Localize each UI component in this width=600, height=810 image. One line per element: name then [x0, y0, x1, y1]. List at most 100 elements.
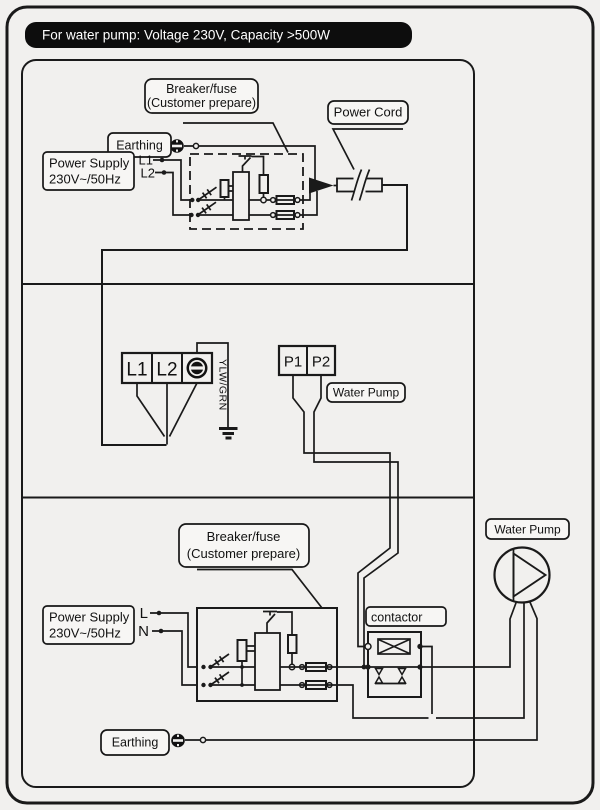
- earth-junction-bottom: [199, 736, 207, 744]
- breaker-fuse-bottom-text-1: Breaker/fuse: [207, 529, 281, 544]
- power-cord-label: [327, 100, 409, 125]
- fuse-terminal: [294, 196, 301, 204]
- linkage: [246, 645, 255, 652]
- wire-dot: [159, 157, 165, 163]
- power-cord-leader: [331, 128, 403, 170]
- coil-terminal-a2: [417, 643, 423, 650]
- breaker-body: [254, 632, 281, 691]
- supply-cable-run: [101, 184, 408, 446]
- test-resistor: [287, 634, 298, 654]
- breaker-body: [232, 171, 250, 221]
- earth-screw-icon-bottom: [171, 733, 185, 748]
- breaker-box-bottom: [196, 607, 338, 702]
- contact-dot: [201, 664, 206, 670]
- labels-layer: Breaker/fuse (Customer prepare) Power Co…: [42, 78, 570, 756]
- breaker-fuse-text-1: Breaker/fuse: [166, 82, 237, 96]
- earth-junction-top: [192, 142, 200, 150]
- power-supply-text-bottom-1: Power Supply: [49, 610, 130, 625]
- coil-terminal-a1: [364, 642, 372, 651]
- earthing-label-top: [107, 132, 172, 158]
- breaker-fuse-label-top: [144, 78, 259, 114]
- contact-dot: [189, 212, 194, 218]
- terminal-l2-text: L2: [156, 360, 177, 381]
- contact-dot: [201, 682, 206, 688]
- wire-crossover-gap: [428, 714, 436, 722]
- breaker-leader-top: [183, 122, 289, 153]
- top-circuit: [101, 122, 408, 446]
- earth-screw-icon-block: [186, 357, 208, 379]
- trip-coil: [219, 179, 230, 198]
- wire-dot: [365, 664, 371, 670]
- pump-cable-wire2: [313, 375, 399, 667]
- fuse-terminal: [294, 211, 301, 219]
- power-supply-label-bottom: [42, 605, 135, 645]
- earth-wire-bottom: [185, 600, 538, 741]
- power-cord-text: Power Cord: [334, 105, 403, 120]
- unit-border: [21, 59, 475, 788]
- contactor-label: [365, 606, 447, 627]
- fuse-terminal: [269, 211, 277, 219]
- test-button: [263, 610, 277, 633]
- cable-merge-arrow: [309, 177, 334, 194]
- l-label-bottom: L: [140, 605, 148, 622]
- pump-cable-wire1: [292, 375, 391, 648]
- breaker-fuse-bottom-text-2: (Customer prepare): [187, 546, 300, 561]
- breaker-internals-top: [189, 155, 318, 221]
- ylw-grn-text: YLW/GRN: [217, 359, 229, 411]
- switch-blade: [210, 671, 230, 686]
- earthing-text-top: Earthing: [116, 139, 163, 153]
- contactor-text: contactor: [371, 611, 422, 625]
- coil-x: [378, 638, 410, 655]
- switch-blade: [197, 201, 217, 216]
- earth-wire-top: [184, 145, 316, 182]
- power-supply-text-bottom-2: 230V~/50Hz: [49, 626, 121, 641]
- breaker-fuse-text-2: (Customer prepare): [147, 96, 256, 110]
- coil-to-neutral-wire: [421, 645, 433, 714]
- wire-dot: [417, 664, 423, 670]
- switch-blade: [197, 186, 217, 201]
- wire-dot: [161, 170, 167, 175]
- water-pump-label-middle: [326, 382, 406, 403]
- wire-dot: [361, 664, 367, 670]
- banner-background: [25, 22, 412, 48]
- ylw-grn-wire: [196, 342, 229, 424]
- p1-text: P1: [284, 354, 302, 371]
- neutral-to-pump-wire: [280, 603, 525, 719]
- ground-symbol: [219, 424, 238, 440]
- wire-dot: [158, 628, 164, 634]
- junction-circle: [260, 196, 267, 204]
- l1-label-top: L1: [139, 153, 153, 168]
- contact-fixed: [374, 667, 384, 676]
- wire-dot: [240, 683, 244, 687]
- terminal-l1-text: L1: [126, 360, 147, 381]
- l1-fan-wire: [136, 383, 166, 437]
- wire-dot: [240, 665, 244, 669]
- middle-section: [120, 342, 399, 667]
- switch-blade: [210, 653, 230, 668]
- power-supply-text-top-1: Power Supply: [49, 156, 130, 171]
- breaker-fuse-label-bottom: [178, 523, 310, 568]
- cord-break-slashes: [350, 169, 371, 201]
- power-supply-text-top-2: 230V~/50Hz: [49, 172, 121, 187]
- test-wire: [277, 611, 293, 665]
- fuse-terminal: [269, 196, 277, 204]
- l2-label-top: L2: [141, 166, 155, 181]
- water-pump-text-bottom: Water Pump: [494, 523, 561, 537]
- banner: For water pump: Voltage 230V, Capacity >…: [25, 22, 412, 48]
- n-wire-bottom: [152, 630, 198, 686]
- p2-text: P2: [312, 354, 330, 371]
- breaker-box-top: [189, 153, 304, 230]
- pump-impeller-triangle: [512, 551, 548, 599]
- earth-fan-wire: [168, 382, 198, 437]
- earth-screw-icon-top: [170, 139, 184, 153]
- contact-fixed: [397, 667, 407, 676]
- contactor-symbol: [361, 631, 433, 714]
- water-pump-symbol: [493, 546, 551, 604]
- breaker-leader-bottom: [197, 568, 323, 609]
- terminal-dividers: [151, 353, 183, 383]
- l1-wire-top: [153, 159, 191, 201]
- earthing-label-bottom: [100, 729, 170, 756]
- wire-dot: [156, 610, 162, 616]
- water-pump-text-middle: Water Pump: [333, 386, 400, 400]
